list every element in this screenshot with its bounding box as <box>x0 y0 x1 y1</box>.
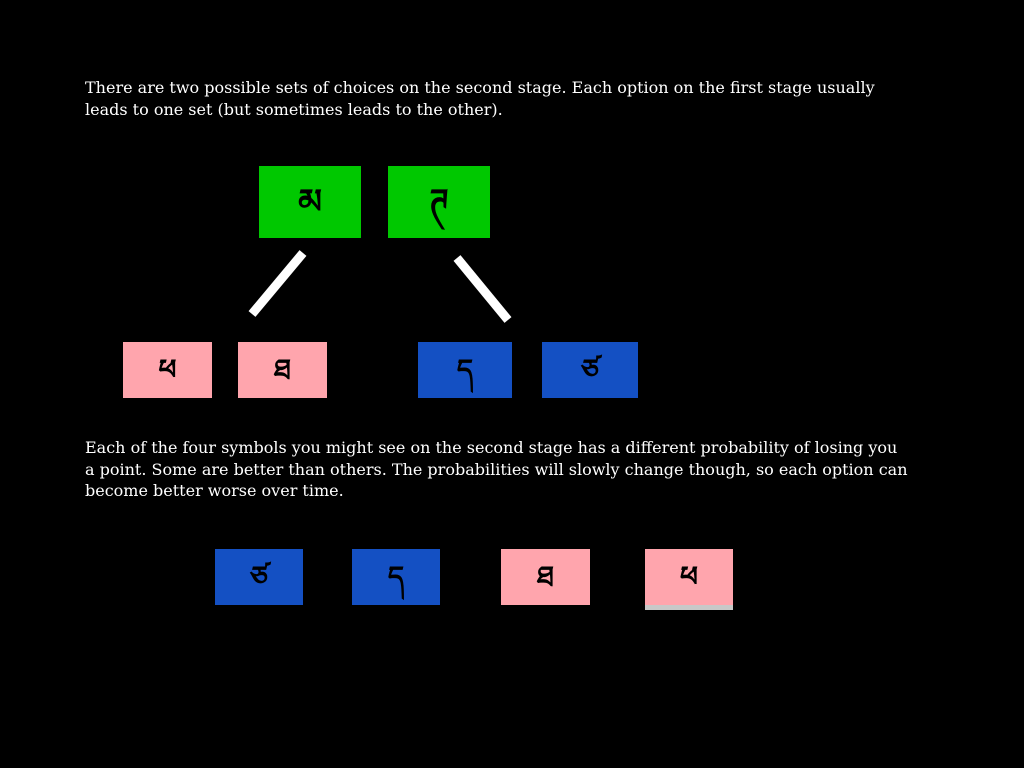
instruction-line: There are two possible sets of choices o… <box>85 78 875 97</box>
set-b-option-left: ད <box>418 342 512 398</box>
symbol-row-item-2: ད <box>352 549 440 605</box>
instruction-line: become better worse over time. <box>85 481 344 500</box>
instruction-line: Each of the four symbols you might see o… <box>85 438 898 457</box>
set-a-option-left: ཕ <box>123 342 212 398</box>
instruction-line: a point. Some are better than others. Th… <box>85 459 908 479</box>
instruction-text-probabilities: Each of the four symbols you might see o… <box>85 437 908 502</box>
set-a-option-right: ཐ <box>238 342 327 398</box>
tibetan-pha-symbol-icon: ཕ <box>680 560 698 593</box>
set-b-option-right: ཙ <box>542 342 638 398</box>
tibetan-tsa-symbol-icon: ཙ <box>250 560 268 593</box>
symbol-row-item-3: ཐ <box>501 549 590 605</box>
tibetan-da-symbol-icon: ད <box>387 560 405 593</box>
connector-right <box>453 255 512 323</box>
symbol-row-item-4: ཕ <box>645 549 733 610</box>
stage1-option-right: ཊ <box>388 166 490 238</box>
connector-left <box>248 250 307 317</box>
tibetan-tsa-symbol-icon: ཙ <box>581 353 599 386</box>
tibetan-tha-symbol-icon: ཐ <box>537 560 554 593</box>
instruction-text-sets: There are two possible sets of choices o… <box>85 77 875 120</box>
tibetan-ma-symbol-icon: མ <box>298 182 322 222</box>
tibetan-tha-symbol-icon: ཐ <box>274 353 291 386</box>
tibetan-tta-symbol-icon: ཊ <box>429 182 449 222</box>
symbol-row-item-1: ཙ <box>215 549 303 605</box>
instruction-line: leads to one set (but sometimes leads to… <box>85 99 503 119</box>
stage1-option-left: མ <box>259 166 361 238</box>
tibetan-da-symbol-icon: ད <box>456 353 474 386</box>
tibetan-pha-symbol-icon: ཕ <box>158 353 177 386</box>
